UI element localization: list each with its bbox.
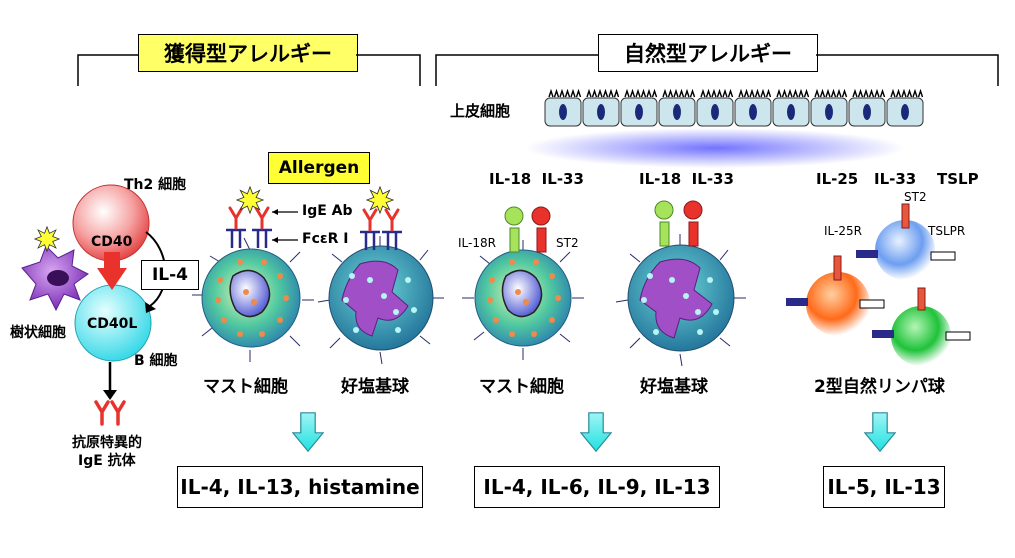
innate-bracket xyxy=(435,54,999,86)
allergen-star-baso xyxy=(366,186,394,214)
ilc2-cells xyxy=(786,203,971,366)
innate-right-output-box: IL-5, IL-13 xyxy=(823,466,945,508)
acq-mast-receptors xyxy=(226,206,272,248)
epithelial-nucleus xyxy=(597,104,605,120)
epithelial-nucleus xyxy=(635,104,643,120)
dendritic-cell-label: 樹状細胞 xyxy=(10,325,66,341)
cyan-arrow-innate-right xyxy=(864,411,896,453)
innate-mid-output-box: IL-4, IL-6, IL-9, IL-13 xyxy=(474,466,720,508)
epithelial-nucleus xyxy=(559,104,567,120)
epithelium-label: 上皮細胞 xyxy=(450,102,511,120)
antibody-label-line2: IgE 抗体 xyxy=(78,453,136,469)
th2-cell-label: Th2 細胞 xyxy=(124,177,187,193)
cilia xyxy=(852,88,886,98)
innate-basophil xyxy=(615,200,746,367)
acquired-bracket xyxy=(77,54,421,86)
acquired-output-box: IL-4, IL-13, histamine xyxy=(177,466,423,508)
il25-label: IL-25 xyxy=(816,170,859,188)
bcell-down-arrow xyxy=(103,362,117,400)
fcer-label: FcεR Ⅰ xyxy=(302,231,349,247)
cytokines-baso-label: IL-18 IL-33 xyxy=(639,170,734,188)
st2-label-ilc: ST2 xyxy=(904,190,927,204)
cytokines-mast-label: IL-18 IL-33 xyxy=(489,170,584,188)
dendritic-cell xyxy=(21,245,89,312)
cyan-arrow-innate-mid xyxy=(580,411,612,453)
cilia xyxy=(738,88,772,98)
ige-ab-label: IgE Ab xyxy=(302,203,353,219)
tslp-label: TSLP xyxy=(937,170,979,188)
il33-label: IL-33 xyxy=(874,170,917,188)
acquired-allergy-title: 獲得型アレルギー xyxy=(138,34,358,72)
tslpr-label: TSLPR xyxy=(928,224,966,238)
cilia xyxy=(890,88,924,98)
epithelial-nucleus xyxy=(673,104,681,120)
acq-mast-cell xyxy=(192,237,314,362)
ilc2-label: 2型自然リンパ球 xyxy=(814,377,945,397)
allergen-star-mast xyxy=(236,186,264,214)
cilia xyxy=(700,88,734,98)
cd40-label: CD40 xyxy=(91,234,133,250)
allergen-label: Allergen xyxy=(268,152,370,184)
il18r-label: IL-18R xyxy=(458,236,496,250)
cilia xyxy=(624,88,658,98)
epithelial-nucleus xyxy=(711,104,719,120)
cilia xyxy=(814,88,848,98)
antigen-star-dc xyxy=(34,226,60,252)
red-down-arrow xyxy=(97,252,127,290)
acq-basophil-receptors xyxy=(360,208,402,250)
acq-basophil-label: 好塩基球 xyxy=(341,377,409,397)
epithelial-nucleus xyxy=(863,104,871,120)
innate-mast-cell-label: マスト細胞 xyxy=(479,377,564,397)
cilia xyxy=(548,88,582,98)
acq-basophil xyxy=(317,236,444,365)
b-cell-label: B 細胞 xyxy=(134,353,178,369)
innate-mast-cell xyxy=(462,206,584,360)
cd40l-label: CD40L xyxy=(87,316,138,332)
epithelial-nucleus xyxy=(749,104,757,120)
cilia xyxy=(662,88,696,98)
epithelium-layer xyxy=(544,88,924,127)
st2-label-mast: ST2 xyxy=(556,236,579,250)
epithelial-nucleus xyxy=(901,104,909,120)
cilia xyxy=(586,88,620,98)
il4-box: IL-4 xyxy=(141,260,199,290)
epithelial-nucleus xyxy=(825,104,833,120)
antibody-label-line1: 抗原特異的 xyxy=(72,435,142,451)
ige-antibody-icons xyxy=(94,400,126,426)
innate-basophil-label: 好塩基球 xyxy=(640,377,708,397)
epithelium-glow xyxy=(525,128,905,168)
innate-allergy-title: 自然型アレルギー xyxy=(598,34,818,72)
cyan-arrow-acquired xyxy=(292,411,324,453)
il25r-label: IL-25R xyxy=(824,224,862,238)
acq-mast-cell-label: マスト細胞 xyxy=(203,377,288,397)
epithelial-nucleus xyxy=(787,104,795,120)
cilia xyxy=(776,88,810,98)
